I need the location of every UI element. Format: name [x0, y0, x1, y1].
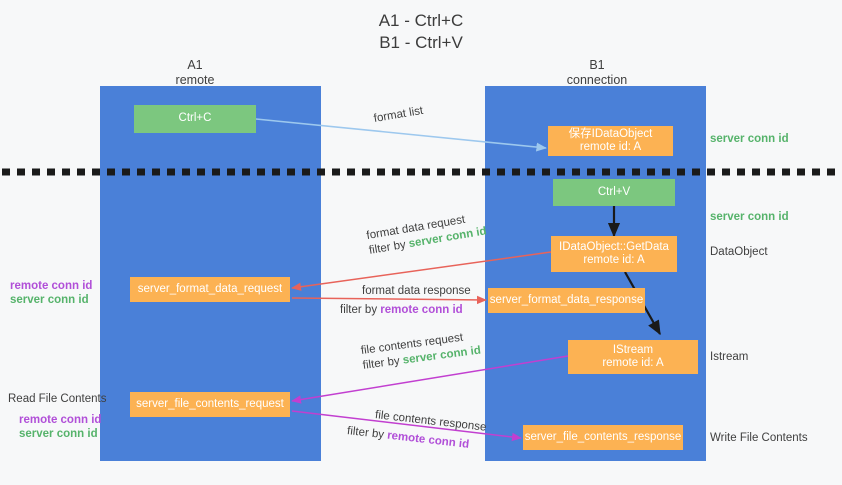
edge-label-format-data-response: format data response filter by remote co…: [340, 284, 471, 318]
node-istream[interactable]: IStream remote id: A: [568, 340, 698, 374]
column-header-a1-sub: remote: [175, 73, 215, 87]
node-ctrl-c-label: Ctrl+C: [178, 112, 212, 125]
edge-label-fcres-prefix: filter by: [346, 425, 388, 442]
column-header-b1-name: B1: [589, 58, 605, 72]
column-header-a1-name: A1: [187, 58, 203, 72]
node-idataobject-getdata-sublabel: remote id: A: [583, 254, 645, 266]
node-idataobject-getdata[interactable]: IDataObject::GetData remote id: A: [551, 236, 677, 272]
node-server-format-data-response[interactable]: server_format_data_response: [488, 288, 645, 313]
column-header-b1-sub: connection: [566, 73, 628, 87]
node-server-format-data-request-label: server_format_data_request: [137, 282, 283, 295]
side-label-server-conn-id-second: server conn id: [710, 211, 789, 223]
edge-label-fdres-prefix: filter by: [340, 304, 381, 316]
node-server-format-data-response-label: server_format_data_response: [489, 293, 644, 306]
node-istream-sublabel: remote id: A: [602, 357, 664, 369]
node-save-dataobject-label: 保存IDataObject: [568, 127, 653, 140]
node-server-file-contents-request[interactable]: server_file_contents_request: [130, 392, 290, 417]
node-server-file-contents-response-label: server_file_contents_response: [524, 430, 682, 443]
column-header-b1: B1 connection: [517, 58, 677, 88]
edge-label-format-data-response-line2: filter by remote conn id: [340, 303, 471, 318]
edge-label-format-list: format list: [373, 104, 425, 127]
column-header-a1: A1 remote: [115, 58, 275, 88]
edge-label-fcres-key: remote conn id: [386, 429, 470, 451]
edge-label-fcreq-prefix: filter by: [362, 354, 404, 372]
node-server-format-data-request[interactable]: server_format_data_request: [130, 277, 290, 302]
edge-label-format-list-text: format list: [372, 104, 425, 125]
side-label-istream: Istream: [710, 351, 749, 363]
edge-label-file-contents-response: file contents response filter by remote …: [346, 408, 487, 454]
side-label-server-conn-id-upper: server conn id: [10, 294, 89, 306]
node-istream-label: IStream: [612, 343, 654, 356]
edge-label-file-contents-request: file contents request filter by server c…: [360, 329, 482, 374]
node-save-dataobject[interactable]: 保存IDataObject remote id: A: [548, 126, 673, 156]
node-ctrl-c[interactable]: Ctrl+C: [134, 105, 256, 133]
node-server-file-contents-response[interactable]: server_file_contents_response: [523, 425, 683, 450]
title-line-1: A1 - Ctrl+C: [378, 11, 464, 30]
side-label-server-conn-id-top: server conn id: [710, 133, 789, 145]
edge-label-format-data-response-line1: format data response: [362, 285, 471, 297]
node-idataobject-getdata-label: IDataObject::GetData: [559, 240, 669, 253]
title-line-2: B1 - Ctrl+V: [379, 33, 463, 52]
side-label-remote-conn-id-lower: remote conn id: [19, 414, 102, 426]
side-label-read-file-contents: Read File Contents: [8, 393, 107, 405]
diagram-title: A1 - Ctrl+C B1 - Ctrl+V: [0, 10, 842, 54]
side-label-write-file-contents: Write File Contents: [710, 432, 808, 444]
edge-label-format-data-request: format data request filter by server con…: [366, 210, 488, 259]
side-label-server-conn-id-lower: server conn id: [19, 428, 98, 440]
side-label-remote-conn-id-upper: remote conn id: [10, 280, 93, 292]
node-save-dataobject-sublabel: remote id: A: [579, 141, 642, 153]
node-server-file-contents-request-label: server_file_contents_request: [136, 397, 284, 410]
edge-label-fdres-key: remote conn id: [380, 304, 463, 316]
node-ctrl-v-label: Ctrl+V: [597, 185, 631, 198]
side-label-dataobject: DataObject: [710, 246, 768, 258]
node-ctrl-v[interactable]: Ctrl+V: [553, 179, 675, 206]
